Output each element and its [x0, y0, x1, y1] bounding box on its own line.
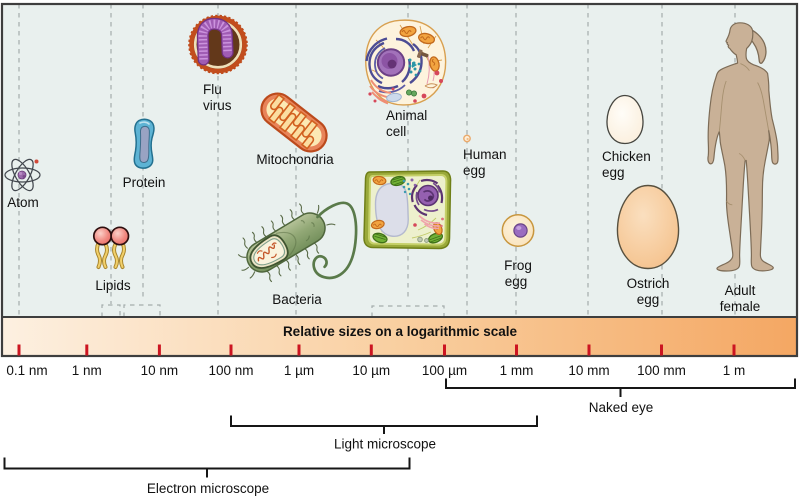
svg-text:Flu: Flu: [203, 82, 222, 97]
svg-text:egg: egg: [463, 163, 486, 178]
svg-text:Ostrich: Ostrich: [627, 276, 670, 291]
svg-text:10 µm: 10 µm: [352, 363, 390, 378]
svg-text:10 mm: 10 mm: [568, 363, 609, 378]
svg-text:egg: egg: [637, 292, 660, 307]
svg-text:Frog: Frog: [504, 258, 532, 273]
svg-text:0.1 nm: 0.1 nm: [6, 363, 47, 378]
svg-text:Adult: Adult: [725, 283, 756, 298]
svg-text:egg: egg: [602, 165, 625, 180]
svg-text:Human: Human: [463, 147, 507, 162]
svg-text:Animal: Animal: [386, 108, 427, 123]
svg-text:Relative sizes on a logarithmi: Relative sizes on a logarithmic scale: [283, 324, 518, 339]
svg-text:1 mm: 1 mm: [500, 363, 534, 378]
svg-text:100 nm: 100 nm: [208, 363, 253, 378]
svg-text:10 nm: 10 nm: [141, 363, 179, 378]
svg-text:Naked eye: Naked eye: [589, 400, 654, 415]
svg-text:female: female: [720, 299, 761, 314]
svg-text:virus: virus: [203, 98, 232, 113]
svg-text:Bacteria: Bacteria: [272, 292, 322, 307]
svg-text:Chicken: Chicken: [602, 149, 651, 164]
svg-text:1 m: 1 m: [723, 363, 746, 378]
svg-text:cell: cell: [386, 124, 406, 139]
svg-text:Atom: Atom: [7, 195, 39, 210]
svg-text:Mitochondria: Mitochondria: [256, 152, 334, 167]
svg-text:1 nm: 1 nm: [72, 363, 102, 378]
svg-text:1 µm: 1 µm: [284, 363, 314, 378]
svg-text:Lipids: Lipids: [95, 278, 131, 293]
svg-text:100 µm: 100 µm: [422, 363, 467, 378]
svg-text:egg: egg: [505, 274, 528, 289]
svg-text:Electron microscope: Electron microscope: [147, 481, 269, 496]
svg-text:Protein: Protein: [123, 175, 166, 190]
svg-text:Light microscope: Light microscope: [334, 437, 436, 452]
svg-text:100 mm: 100 mm: [637, 363, 686, 378]
